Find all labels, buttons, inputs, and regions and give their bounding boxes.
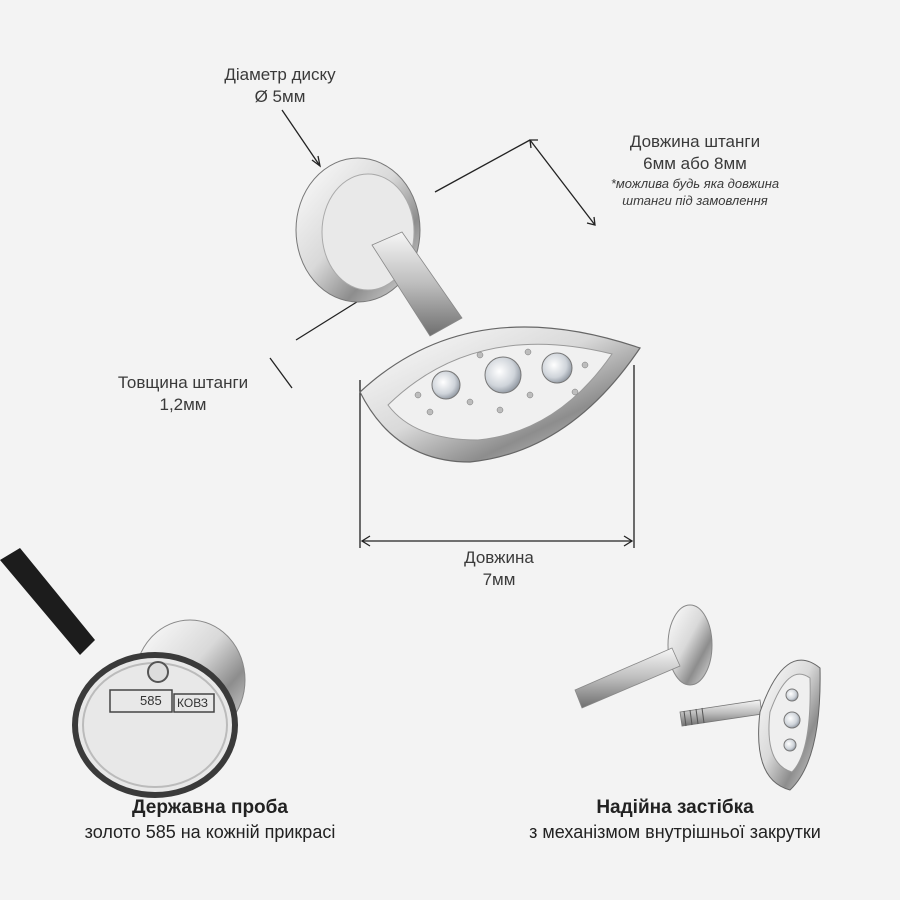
disc-diameter-label: Діаметр диску Ø 5мм bbox=[180, 64, 380, 108]
clasp-caption: Надійна застібка з механізмом внутрішньо… bbox=[470, 796, 880, 844]
hallmark-illustration bbox=[0, 548, 246, 798]
top-length-value: 7мм bbox=[482, 570, 516, 589]
hallmark-title: Державна проба bbox=[132, 797, 288, 818]
bar-thickness-label: Товщина штанги 1,2мм bbox=[88, 372, 278, 416]
hallmark-stamp-code: КОВЗ bbox=[177, 696, 209, 710]
hallmark-subtitle: золото 585 на кожній прикрасі bbox=[84, 822, 336, 842]
clasp-illustration bbox=[574, 604, 821, 791]
clasp-subtitle: з механізмом внутрішньої закрутки bbox=[529, 822, 821, 842]
top-length-title: Довжина bbox=[464, 548, 534, 567]
bar-thickness-title: Товщина штанги bbox=[117, 373, 249, 392]
dimension-lines bbox=[269, 109, 635, 548]
hallmark-stamp-number: 585 bbox=[140, 693, 162, 708]
stud-earring-main bbox=[295, 157, 641, 463]
bar-length-note-2: штанги під замовлення bbox=[622, 193, 768, 208]
bar-length-note-1: *можлива будь яка довжина bbox=[610, 176, 780, 191]
hallmark-caption: Державна проба золото 585 на кожній прик… bbox=[20, 796, 400, 844]
clasp-title: Надійна застібка bbox=[596, 797, 754, 818]
bar-thickness-value: 1,2мм bbox=[159, 395, 207, 414]
top-length-label: Довжина 7мм bbox=[414, 547, 584, 591]
bar-length-value: 6мм або 8мм bbox=[643, 154, 747, 173]
disc-diameter-title: Діаметр диску bbox=[224, 65, 336, 84]
disc-diameter-value: Ø 5мм bbox=[254, 87, 306, 106]
bar-length-label: Довжина штанги 6мм або 8мм *можлива будь… bbox=[570, 131, 820, 209]
bar-length-title: Довжина штанги bbox=[629, 132, 761, 151]
